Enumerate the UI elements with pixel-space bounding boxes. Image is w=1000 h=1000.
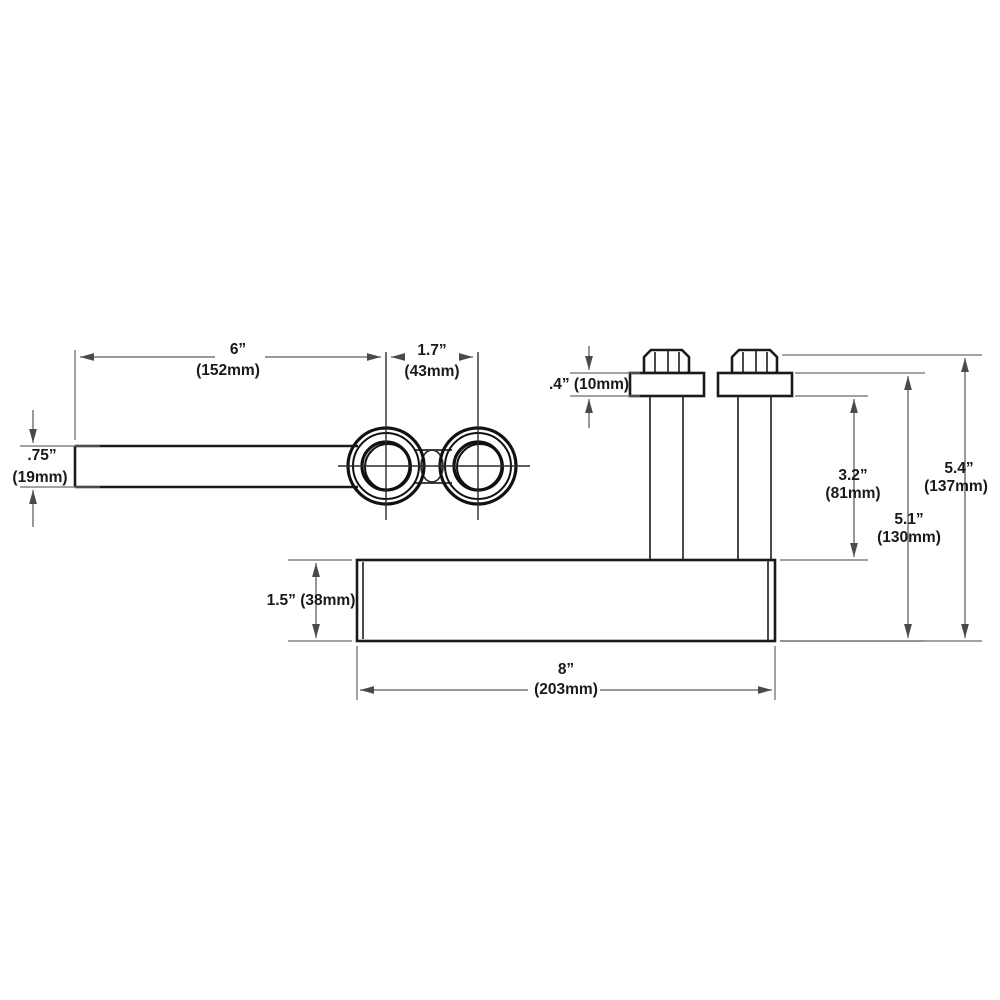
dim-1p7in-mm-label: (43mm) <box>404 363 459 380</box>
dimension-5p4in: 5.4” (137mm) <box>780 354 988 642</box>
dimension-8in: 8” (203mm) <box>356 646 776 700</box>
dimension-6in: 6” (152mm) <box>74 341 381 440</box>
dim-6in-inch-label: 6” <box>230 341 246 358</box>
bolt-right-hex-head <box>730 348 779 375</box>
boss-right-hex-outline <box>456 443 504 491</box>
dimension-1p7in: 1.7” (43mm) <box>391 342 473 380</box>
bracket-body <box>355 558 777 643</box>
dim-5p4in-inch-label: 5.4” <box>944 460 973 477</box>
bracket-bar <box>355 558 777 643</box>
dimension-0p75in: .75” (19mm) <box>12 410 100 527</box>
dim-3p2in-mm-label: (81mm) <box>825 485 880 502</box>
dim-0p75in-mm-label: (19mm) <box>12 469 67 486</box>
bolt-left-flange <box>628 371 706 398</box>
dim-8in-inch-label: 8” <box>558 661 574 678</box>
dim-1p5in-label: 1.5” (38mm) <box>267 592 356 609</box>
dim-0p4in-label: .4” (10mm) <box>549 376 629 393</box>
bolt-right-flange <box>716 371 794 398</box>
boss-left-hex-outline <box>364 443 412 491</box>
bolt-right <box>716 348 794 560</box>
dim-5p1in-inch-label: 5.1” <box>894 511 923 528</box>
dim-1p7in-inch-label: 1.7” <box>417 342 446 359</box>
dim-5p4in-mm-label: (137mm) <box>924 478 988 495</box>
dimension-0p4in: .4” (10mm) <box>549 346 640 428</box>
dim-6in-mm-label: (152mm) <box>196 362 260 379</box>
bolt-left-hex-head <box>642 348 691 375</box>
dim-0p75in-inch-label: .75” <box>27 447 56 464</box>
dim-5p1in-mm-label: (130mm) <box>877 529 941 546</box>
dimension-3p2in: 3.2” (81mm) <box>780 395 881 561</box>
dim-3p2in-inch-label: 3.2” <box>838 467 867 484</box>
dimension-1p5in: 1.5” (38mm) <box>267 559 356 642</box>
bolt-left <box>628 348 706 560</box>
boss-centerlines <box>338 352 530 520</box>
dim-8in-mm-label: (203mm) <box>534 681 598 698</box>
